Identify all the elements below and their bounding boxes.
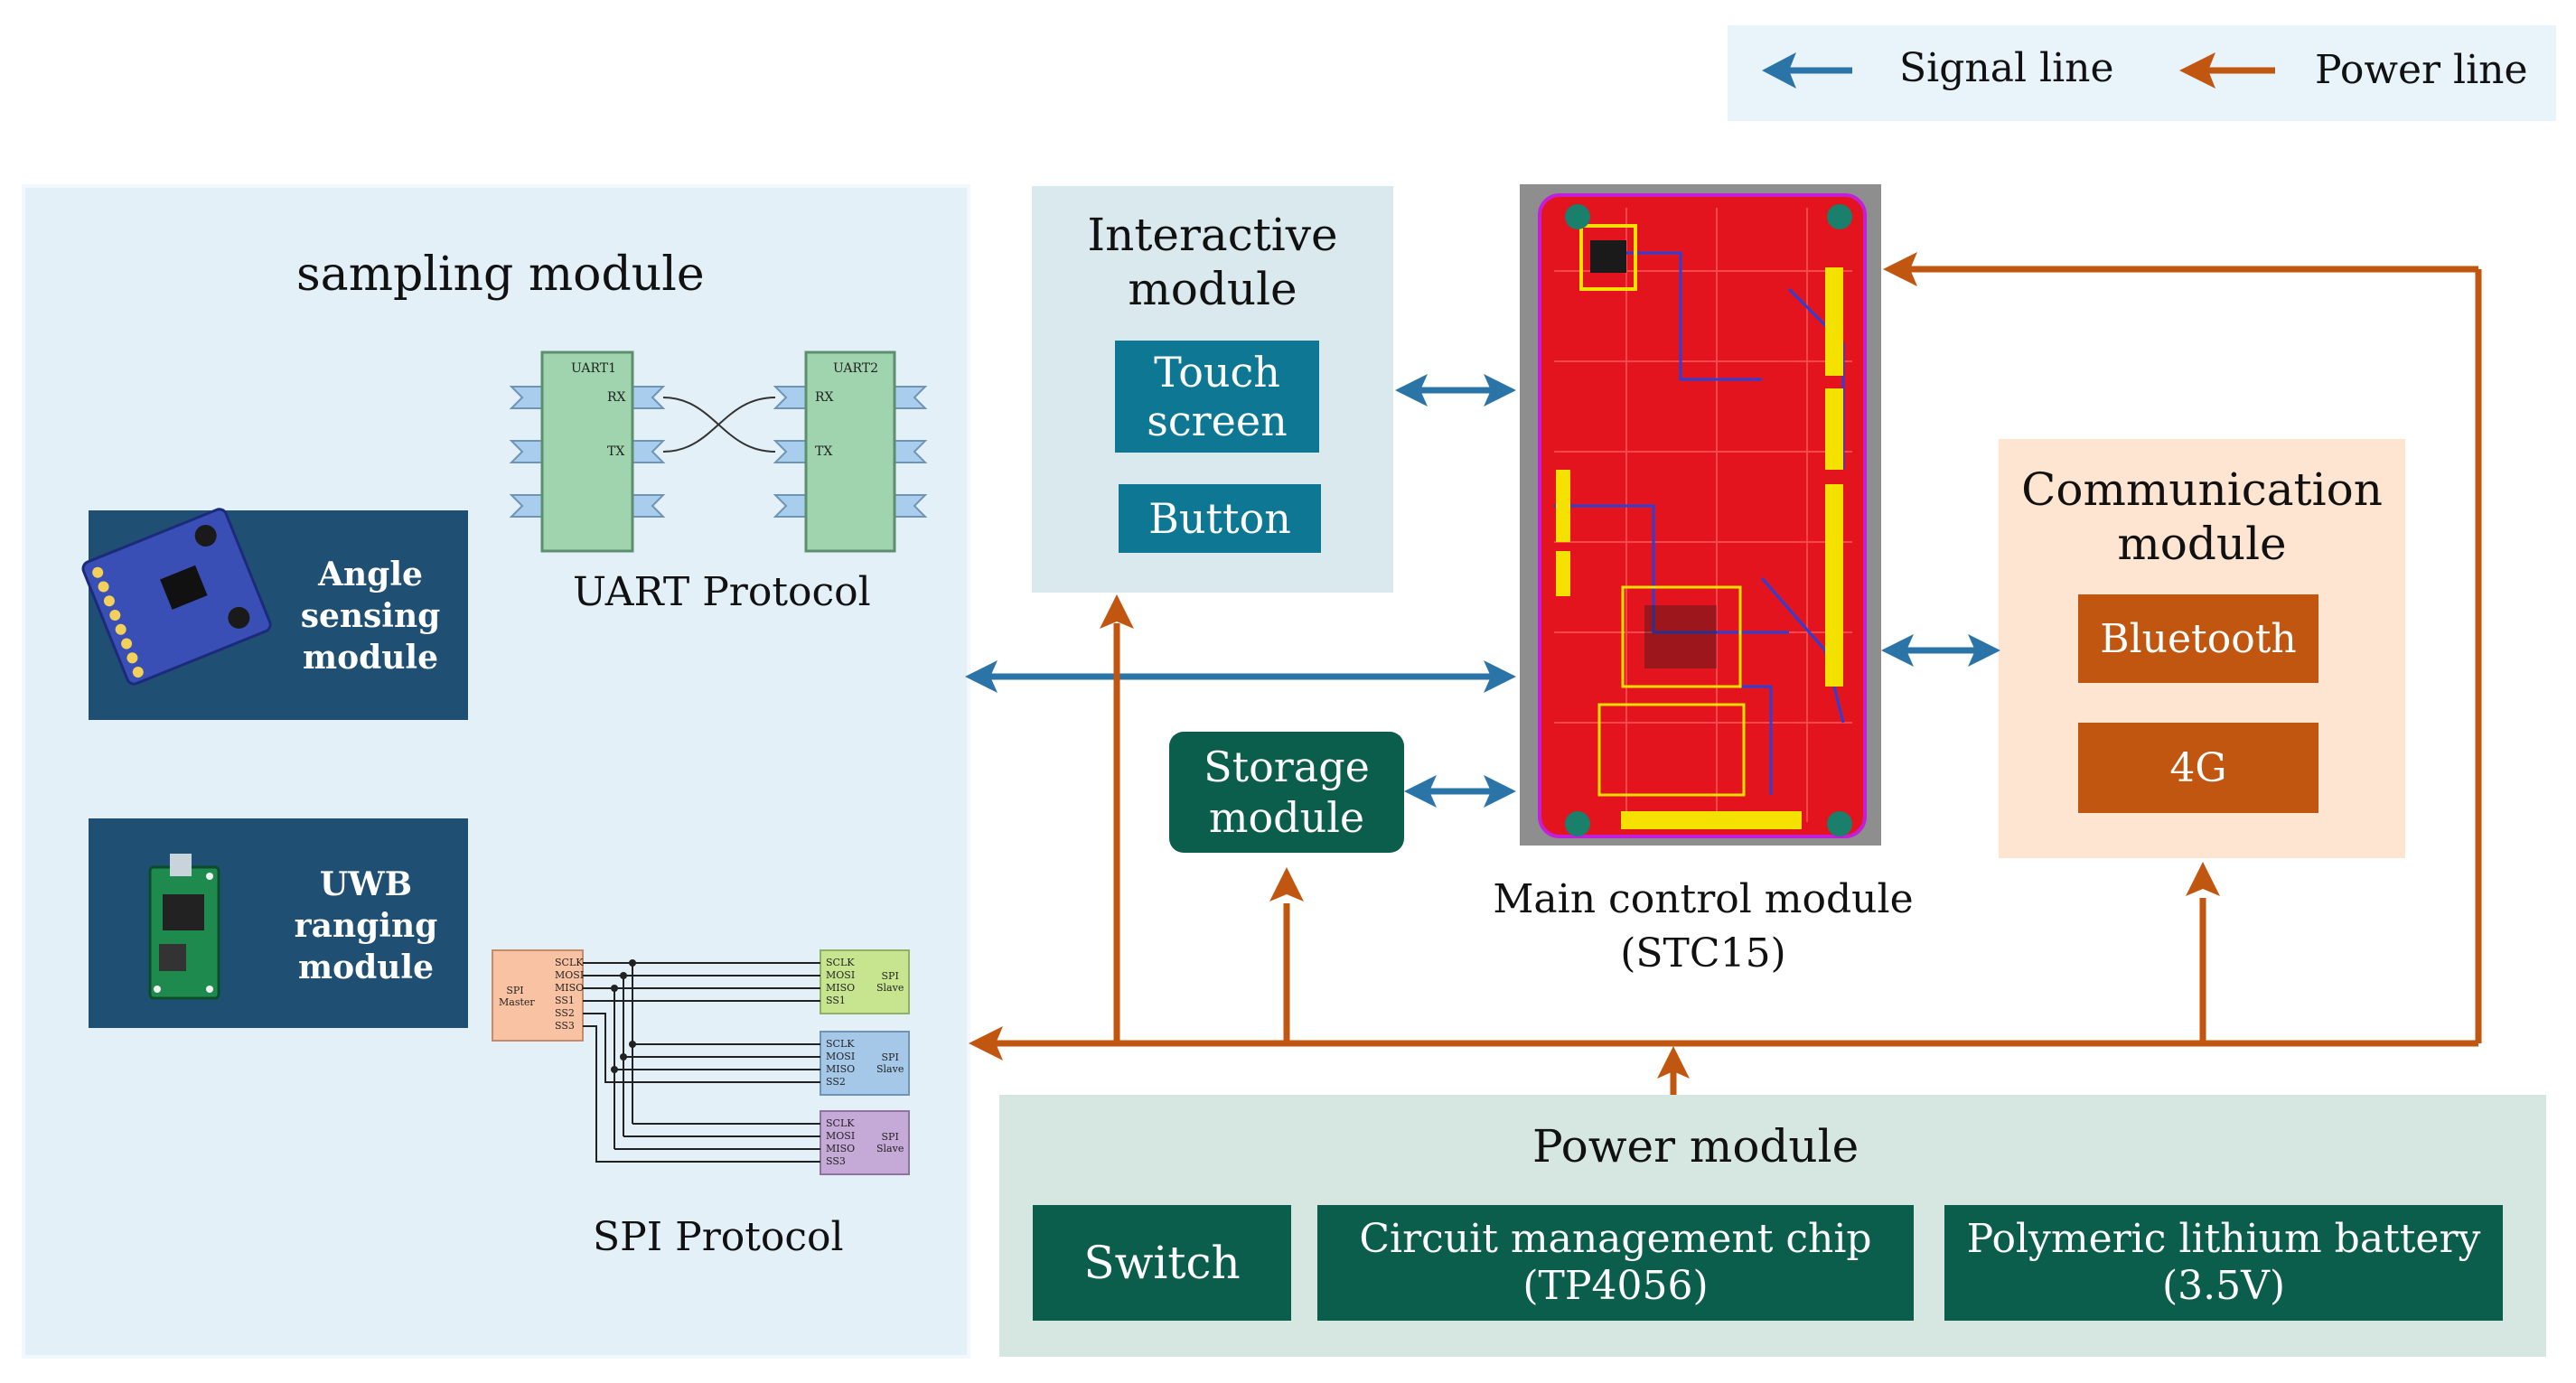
spi-slave-line2: Slave bbox=[876, 1143, 904, 1154]
main-control-label: Main control module (STC15) bbox=[1464, 873, 1943, 981]
touch-line1: Touch bbox=[1154, 348, 1280, 397]
interactive-title-line2: module bbox=[1128, 263, 1297, 315]
angle-label-line2: sensing bbox=[300, 597, 441, 635]
signal-line-sampling-main bbox=[965, 660, 1516, 693]
power-line-legend-icon bbox=[2179, 52, 2275, 89]
storage-module: Storage module bbox=[1169, 732, 1404, 853]
main-control-line1: Main control module bbox=[1493, 876, 1914, 922]
spi-slave-pin: MOSI bbox=[826, 969, 856, 981]
spi-slave2-pins: SCLK MOSI MISO SS2 bbox=[826, 1038, 855, 1089]
main-control-line2: (STC15) bbox=[1620, 930, 1786, 977]
power-module-title: Power module bbox=[1532, 1120, 1859, 1173]
spi-slave2-label: SPI Slave bbox=[876, 1051, 904, 1075]
spi-slave-line1: SPI bbox=[881, 970, 899, 982]
spi-slave1-pins: SCLK MOSI MISO SS1 bbox=[826, 957, 855, 1007]
spi-slave-line2: Slave bbox=[876, 982, 904, 994]
spi-master-pin: MISO bbox=[555, 982, 585, 994]
bluetooth-box: Bluetooth bbox=[2078, 594, 2318, 683]
spi-master-line2: Master bbox=[499, 996, 535, 1008]
uart-protocol-label: UART Protocol bbox=[573, 569, 871, 615]
spi-master-pin: SS3 bbox=[555, 1020, 575, 1032]
uwb-ranging-label: UWB ranging module bbox=[289, 858, 443, 994]
spi-master-pin: MOSI bbox=[555, 969, 585, 981]
interactive-module-title: Interactive module bbox=[1032, 206, 1393, 318]
signal-line-main-communication bbox=[1881, 634, 2000, 667]
uart2-rx-label: RX bbox=[815, 390, 834, 405]
spi-master-pin: SS1 bbox=[555, 995, 575, 1006]
switch-box: Switch bbox=[1033, 1205, 1291, 1321]
spi-slave-pin: MISO bbox=[826, 1143, 856, 1154]
sampling-module-title: sampling module bbox=[296, 248, 705, 302]
chip-line1: Circuit management chip bbox=[1359, 1216, 1872, 1262]
communication-title-line1: Communication bbox=[2021, 463, 2383, 516]
power-line-bus bbox=[994, 266, 2482, 1095]
legend bbox=[1728, 25, 2556, 121]
chip-line2: (TP4056) bbox=[1522, 1263, 1709, 1309]
angle-sensing-label: Angle sensing module bbox=[300, 544, 441, 688]
spi-master-pin: SCLK bbox=[555, 957, 584, 968]
spi-slave-line2: Slave bbox=[876, 1063, 904, 1075]
signal-line-legend-icon bbox=[1762, 52, 1852, 89]
storage-line1: Storage bbox=[1204, 743, 1370, 791]
spi-slave-pin: MOSI bbox=[826, 1051, 856, 1062]
spi-slave-pin: SCLK bbox=[826, 1117, 855, 1129]
circuit-management-chip-box: Circuit management chip (TP4056) bbox=[1317, 1205, 1914, 1321]
uart2-tx-label: TX bbox=[815, 444, 833, 459]
spi-slave-line1: SPI bbox=[881, 1131, 899, 1143]
touch-screen-box: Touch screen bbox=[1115, 341, 1319, 453]
uart1-chip-label: UART1 bbox=[571, 361, 617, 376]
signal-line-interactive-main bbox=[1395, 374, 1516, 406]
interactive-title-line1: Interactive bbox=[1087, 209, 1338, 261]
spi-slave-pin: MOSI bbox=[826, 1130, 856, 1142]
touch-line2: screen bbox=[1147, 397, 1288, 445]
spi-slave3-label: SPI Slave bbox=[876, 1131, 904, 1154]
storage-line2: module bbox=[1208, 793, 1365, 842]
spi-slave1-label: SPI Slave bbox=[876, 970, 904, 994]
battery-line2: (3.5V) bbox=[2161, 1263, 2286, 1309]
power-line-arrowheads bbox=[969, 252, 2220, 1079]
spi-slave-pin: SS1 bbox=[826, 995, 846, 1006]
signal-line-legend-label: Signal line bbox=[1899, 45, 2114, 91]
spi-slave3-pins: SCLK MOSI MISO SS3 bbox=[826, 1117, 855, 1168]
power-line-legend-label: Power line bbox=[2315, 47, 2528, 93]
uwb-label-line3: module bbox=[297, 948, 435, 986]
uart1-rx-label: RX bbox=[607, 390, 626, 405]
spi-master-line1: SPI bbox=[506, 985, 524, 996]
angle-label-line1: Angle bbox=[318, 556, 423, 593]
button-box: Button bbox=[1119, 484, 1321, 553]
communication-title-line2: module bbox=[2117, 518, 2287, 570]
spi-slave-pin: SCLK bbox=[826, 1038, 855, 1050]
signal-line-storage-main bbox=[1404, 775, 1516, 808]
battery-line1: Polymeric lithium battery bbox=[1966, 1216, 2481, 1262]
spi-master-pins: SCLK MOSI MISO SS1 SS2 SS3 bbox=[555, 957, 584, 1033]
spi-slave-pin: MISO bbox=[826, 1063, 856, 1075]
4g-box: 4G bbox=[2078, 723, 2318, 813]
spi-master-label: SPI Master bbox=[499, 985, 535, 1008]
spi-protocol-label: SPI Protocol bbox=[593, 1214, 844, 1260]
lithium-battery-box: Polymeric lithium battery (3.5V) bbox=[1944, 1205, 2503, 1321]
communication-module-title: Communication module bbox=[1999, 461, 2405, 573]
spi-slave-pin: SS3 bbox=[826, 1155, 846, 1167]
spi-slave-pin: SS2 bbox=[826, 1076, 846, 1088]
uart2-chip-label: UART2 bbox=[833, 361, 879, 376]
uwb-label-line2: ranging bbox=[294, 907, 438, 945]
spi-slave-pin: SCLK bbox=[826, 957, 855, 968]
angle-label-line3: module bbox=[302, 639, 439, 677]
uart1-tx-label: TX bbox=[607, 444, 625, 459]
spi-slave-line1: SPI bbox=[881, 1051, 899, 1063]
spi-slave-pin: MISO bbox=[826, 982, 856, 994]
uwb-label-line1: UWB bbox=[319, 865, 413, 903]
spi-master-pin: SS2 bbox=[555, 1007, 575, 1019]
